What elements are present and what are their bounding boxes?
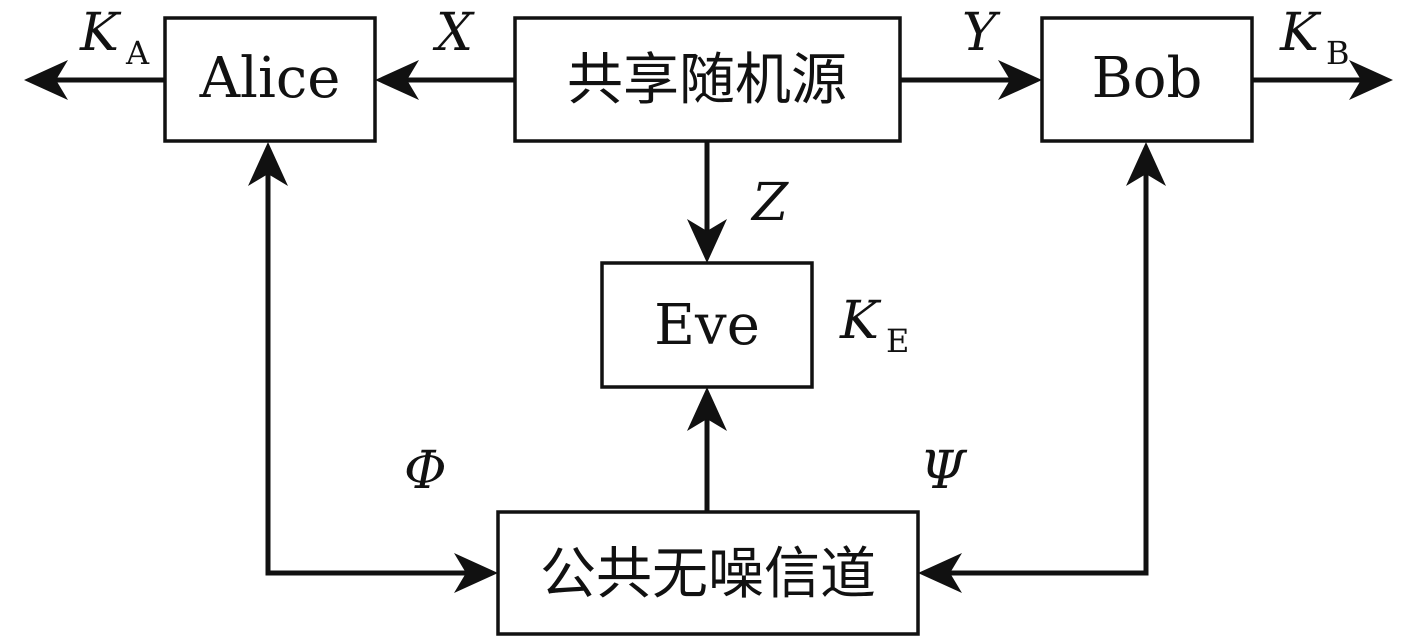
bob-box — [1040, 16, 1254, 143]
bob-channel-line — [945, 168, 1149, 576]
source-to-alice-arrowhead — [375, 60, 419, 100]
channel-box — [496, 510, 920, 636]
source-label: 共享随机源 — [567, 48, 847, 113]
variable-labels: K A X Y K B Z K E Φ Ψ — [79, 3, 1350, 501]
source-box — [513, 16, 902, 143]
y-label: Y — [962, 3, 1001, 63]
ka-label-sub: A — [125, 34, 150, 72]
alice-output-arrowhead — [24, 60, 68, 100]
bob-output-arrowhead — [1349, 60, 1393, 100]
alice-channel-line — [265, 168, 472, 576]
eve-box — [600, 261, 814, 389]
x-label: X — [432, 3, 475, 63]
eve-label: Eve — [654, 293, 760, 358]
source-to-bob-arrowhead — [998, 60, 1042, 100]
ka-label-main: K — [79, 3, 122, 63]
alice-label: Alice — [199, 46, 341, 111]
z-label: Z — [750, 173, 789, 233]
bob-channel-arrowhead-up — [1126, 142, 1166, 186]
channel-node: 公共无噪信道 — [496, 510, 920, 636]
kb-label-main: K — [1279, 3, 1322, 63]
alice-box — [163, 16, 377, 143]
channel-label: 公共无噪信道 — [540, 542, 876, 607]
source-node: 共享随机源 — [513, 16, 902, 143]
bob-node: Bob — [1040, 16, 1254, 143]
source-to-eve-arrowhead — [687, 219, 727, 263]
ke-label-main: K — [839, 291, 882, 351]
alice-channel-arrowhead-up — [248, 142, 288, 186]
alice-channel-arrowhead-right — [454, 553, 498, 593]
ke-label-sub: E — [886, 322, 909, 360]
bob-channel-arrowhead-left — [918, 553, 962, 593]
phi-label: Φ — [404, 441, 447, 501]
kb-label-sub: B — [1326, 34, 1350, 72]
eve-node: Eve — [600, 261, 814, 389]
alice-node: Alice — [163, 16, 377, 143]
connectors — [24, 60, 1393, 593]
bob-label: Bob — [1092, 46, 1203, 111]
channel-to-eve-arrowhead — [687, 387, 727, 431]
psi-label: Ψ — [920, 441, 968, 501]
